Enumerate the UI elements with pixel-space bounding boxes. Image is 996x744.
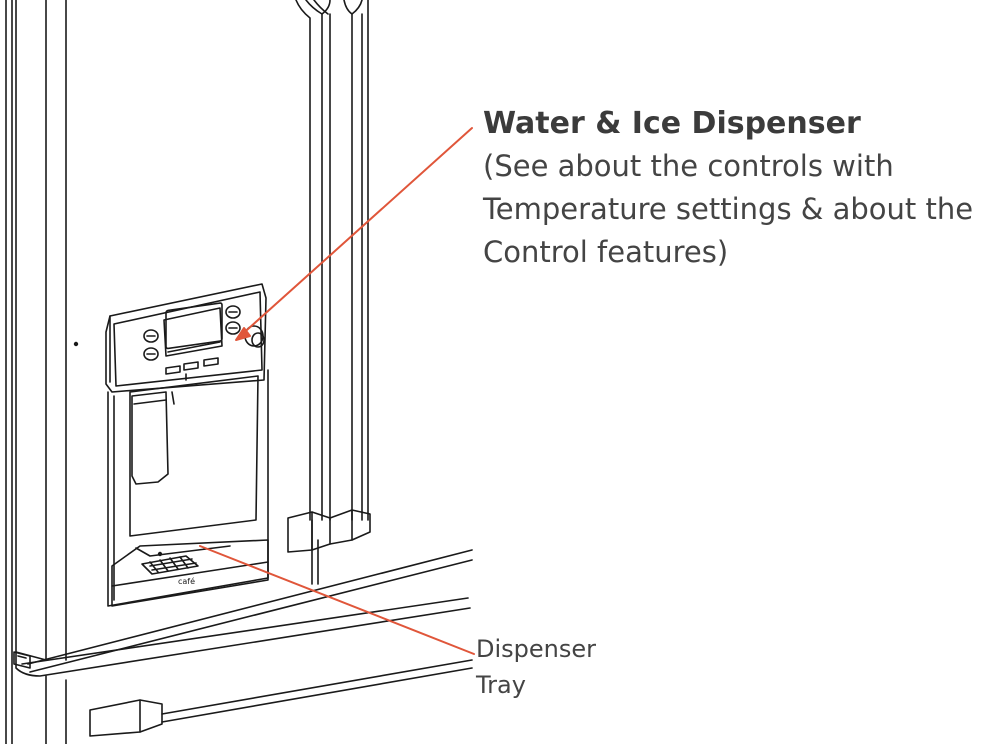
callout-dispenser-desc-1: (See about the controls with: [483, 149, 894, 183]
callout-tray-line-1: Dispenser: [476, 635, 596, 663]
callout-dispenser-desc-2: Temperature settings & about the: [483, 192, 974, 226]
door-gap: [27, 549, 473, 673]
freezer-body: [45, 675, 67, 744]
callout-dispenser-desc-3: Control features): [483, 235, 729, 269]
callout-line-tray: [199, 545, 475, 655]
freezer-handle: [89, 659, 473, 737]
callout-tray: Dispenser Tray: [476, 631, 596, 703]
cabinet-side: [5, 0, 67, 744]
dispenser-cavity: [107, 369, 269, 607]
callout-dispenser-title: Water & Ice Dispenser: [483, 106, 861, 141]
door-hinge: [13, 651, 31, 669]
tray-logo: café: [178, 576, 195, 586]
door-handles: [287, 0, 371, 585]
callout-lines: [199, 127, 475, 655]
callout-dispenser: Water & Ice Dispenser (See about the con…: [483, 103, 973, 274]
callout-tray-line-2: Tray: [476, 671, 526, 699]
dispenser-tray: [111, 539, 269, 607]
dispenser-housing: [105, 283, 267, 393]
callout-arrow-dispenser: [235, 327, 251, 341]
callout-line-dispenser: [237, 127, 473, 339]
